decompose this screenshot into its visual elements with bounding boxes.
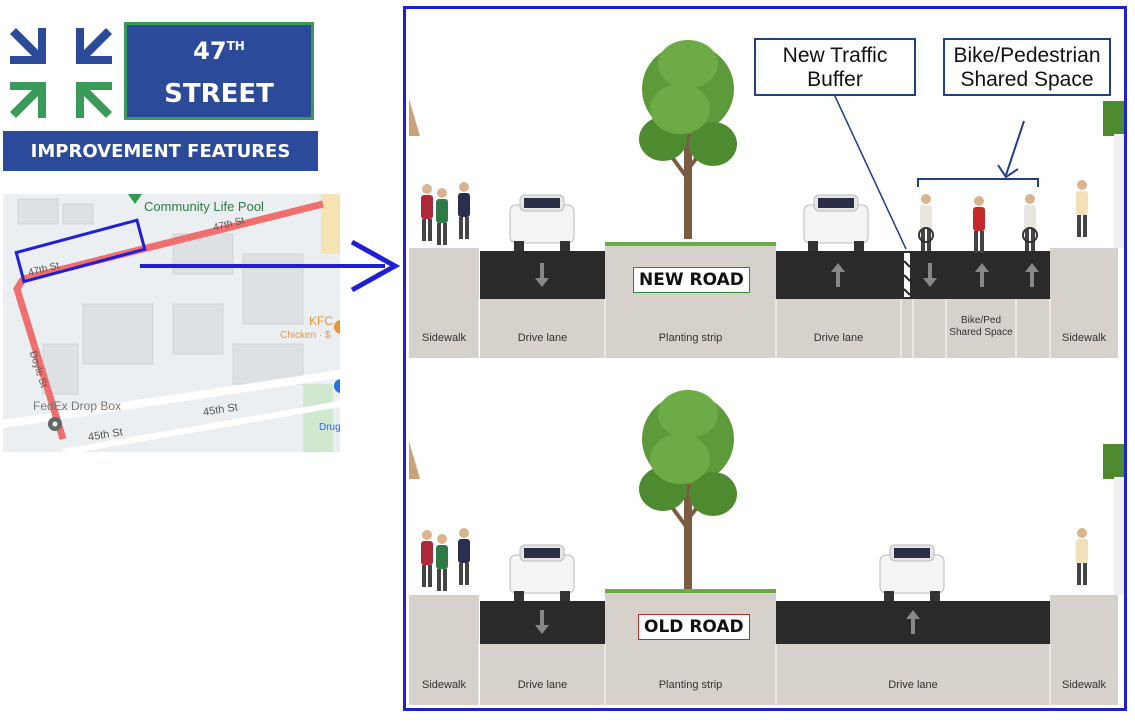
cross-section-frame: New Traffic Buffer Bike/Pedestrian Share… xyxy=(403,6,1127,711)
old-label-drive-lane-1: Drive lane xyxy=(517,679,568,691)
connector-arrow-icon xyxy=(140,239,401,293)
map-label-fedex: FedEx Drop Box xyxy=(33,399,122,413)
old-label-planting-strip: Planting strip xyxy=(658,679,723,691)
old-label-sidewalk-left: Sidewalk xyxy=(421,679,467,691)
callout-traffic-buffer: New Traffic Buffer xyxy=(754,38,916,96)
map-label-kfc: KFC xyxy=(309,314,333,328)
subtitle-bar: IMPROVEMENT FEATURES xyxy=(3,131,318,171)
new-label-drive-lane-1: Drive lane xyxy=(517,332,568,344)
old-label-drive-lane-2: Drive lane xyxy=(888,679,938,691)
new-label-planting-strip: Planting strip xyxy=(658,332,723,344)
new-label-bike-ped: Bike/Ped Shared Space xyxy=(949,315,1013,338)
map-graphic xyxy=(3,194,340,452)
map-label-kfc-sub: Chicken · $ xyxy=(280,330,331,341)
old-label-sidewalk-right: Sidewalk xyxy=(1061,679,1107,691)
logo-icon xyxy=(10,28,112,118)
street-map: Community Life Pool 47th St 47th St Doyl… xyxy=(3,194,340,452)
title-number: 47 xyxy=(193,37,227,65)
map-label-drug: Drug xyxy=(319,422,340,433)
map-label-pool: Community Life Pool xyxy=(144,199,264,214)
street-title-box: 47TH STREET xyxy=(124,22,314,120)
title-superscript: TH xyxy=(226,39,245,53)
old-road-tag: OLD ROAD xyxy=(638,614,750,640)
cross-section-graphic xyxy=(409,38,1124,705)
new-label-drive-lane-2: Drive lane xyxy=(813,332,864,344)
callout-shared-space: Bike/Pedestrian Shared Space xyxy=(943,38,1111,96)
new-road-tag: NEW ROAD xyxy=(633,267,750,293)
new-label-sidewalk-right: Sidewalk xyxy=(1061,332,1107,344)
title-street: STREET xyxy=(164,79,274,109)
new-label-sidewalk-left: Sidewalk xyxy=(421,332,467,344)
